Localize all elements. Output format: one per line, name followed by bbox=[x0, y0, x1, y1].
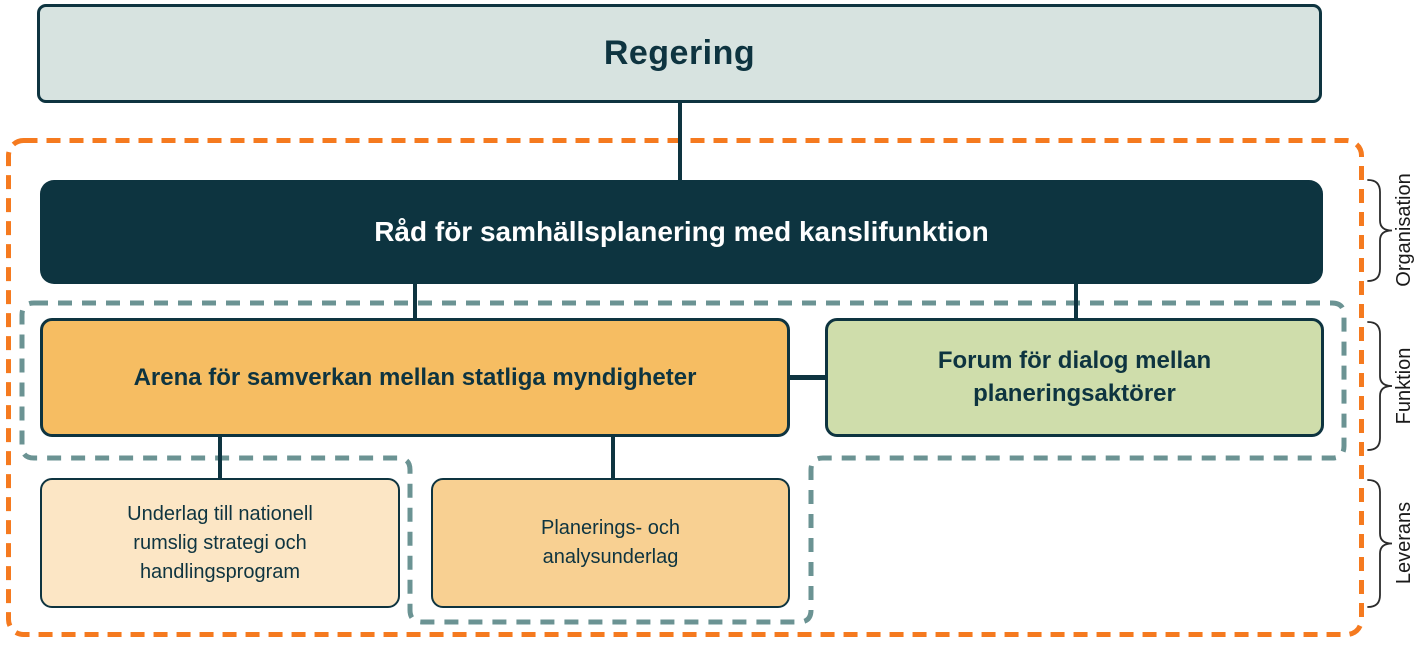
arena-box: Arena för samverkan mellan statliga mynd… bbox=[40, 318, 790, 437]
forum-box: Forum för dialog mellan planeringsaktöre… bbox=[825, 318, 1324, 437]
funktion-dashed-region-outline bbox=[19, 300, 1347, 625]
rad-for-samhallsplanering-box: Råd för samhällsplanering med kanslifunk… bbox=[40, 180, 1323, 284]
funktion-side-label: Funktion bbox=[1393, 347, 1415, 425]
organisation-side-label: Organisation bbox=[1393, 173, 1415, 287]
rad-box-label: Råd för samhällsplanering med kanslifunk… bbox=[374, 216, 989, 247]
regering-box: Regering bbox=[37, 4, 1322, 103]
planering-box-label: Planerings- och analysunderlag bbox=[541, 517, 680, 568]
forum-box-label: Forum för dialog mellan planeringsaktöre… bbox=[937, 347, 1212, 407]
underlag-box-label: Underlag till nationell rumslig strategi… bbox=[127, 502, 313, 583]
arena-box-label: Arena för samverkan mellan statliga mynd… bbox=[133, 363, 697, 391]
outer-dashed-region-outline bbox=[6, 138, 1364, 637]
organisation-brace bbox=[1367, 179, 1393, 282]
leverans-side-label: Leverans bbox=[1393, 501, 1415, 585]
regering-box-label: Regering bbox=[603, 34, 756, 72]
planering-box: Planerings- och analysunderlag bbox=[431, 478, 790, 608]
funktion-brace bbox=[1367, 321, 1393, 451]
leverans-brace bbox=[1367, 479, 1393, 608]
underlag-box: Underlag till nationell rumslig strategi… bbox=[40, 478, 400, 608]
